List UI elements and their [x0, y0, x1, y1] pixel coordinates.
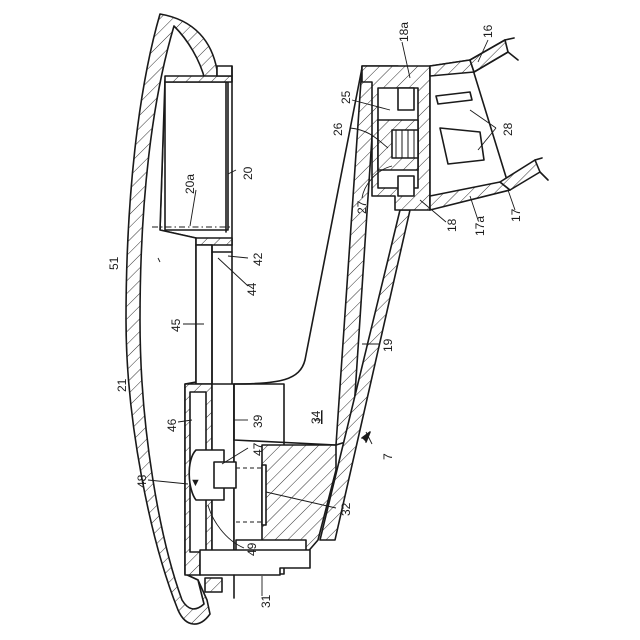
label-17a: 17a	[473, 216, 487, 236]
label-34: 34	[309, 410, 323, 424]
svg-text:▼: ▼	[190, 477, 201, 489]
label-48: 48	[135, 474, 149, 488]
label-18a: 18a	[397, 22, 411, 42]
label-39: 39	[251, 414, 265, 428]
label-21: 21	[115, 378, 129, 392]
label-32: 32	[339, 502, 353, 516]
label-28: 28	[501, 122, 515, 136]
label-31: 31	[259, 594, 273, 608]
label-45: 45	[169, 318, 183, 332]
connector-head	[362, 66, 430, 210]
label-19: 19	[381, 338, 395, 352]
label-49: 49	[245, 542, 259, 556]
label-44: 44	[245, 282, 259, 296]
label-47: 47	[251, 442, 265, 456]
label-51: 51	[107, 256, 121, 270]
label-46: 46	[165, 418, 179, 432]
label-18: 18	[445, 218, 459, 232]
label-27: 27	[355, 200, 369, 214]
label-16: 16	[481, 24, 495, 38]
label-25: 25	[339, 90, 353, 104]
label-17: 17	[509, 208, 523, 222]
label-26: 26	[331, 122, 345, 136]
label-20: 20	[241, 166, 255, 180]
label-20a: 20a	[183, 174, 197, 194]
cable-gland	[430, 38, 548, 210]
label-7: 7	[381, 453, 395, 460]
label-42: 42	[251, 252, 265, 266]
